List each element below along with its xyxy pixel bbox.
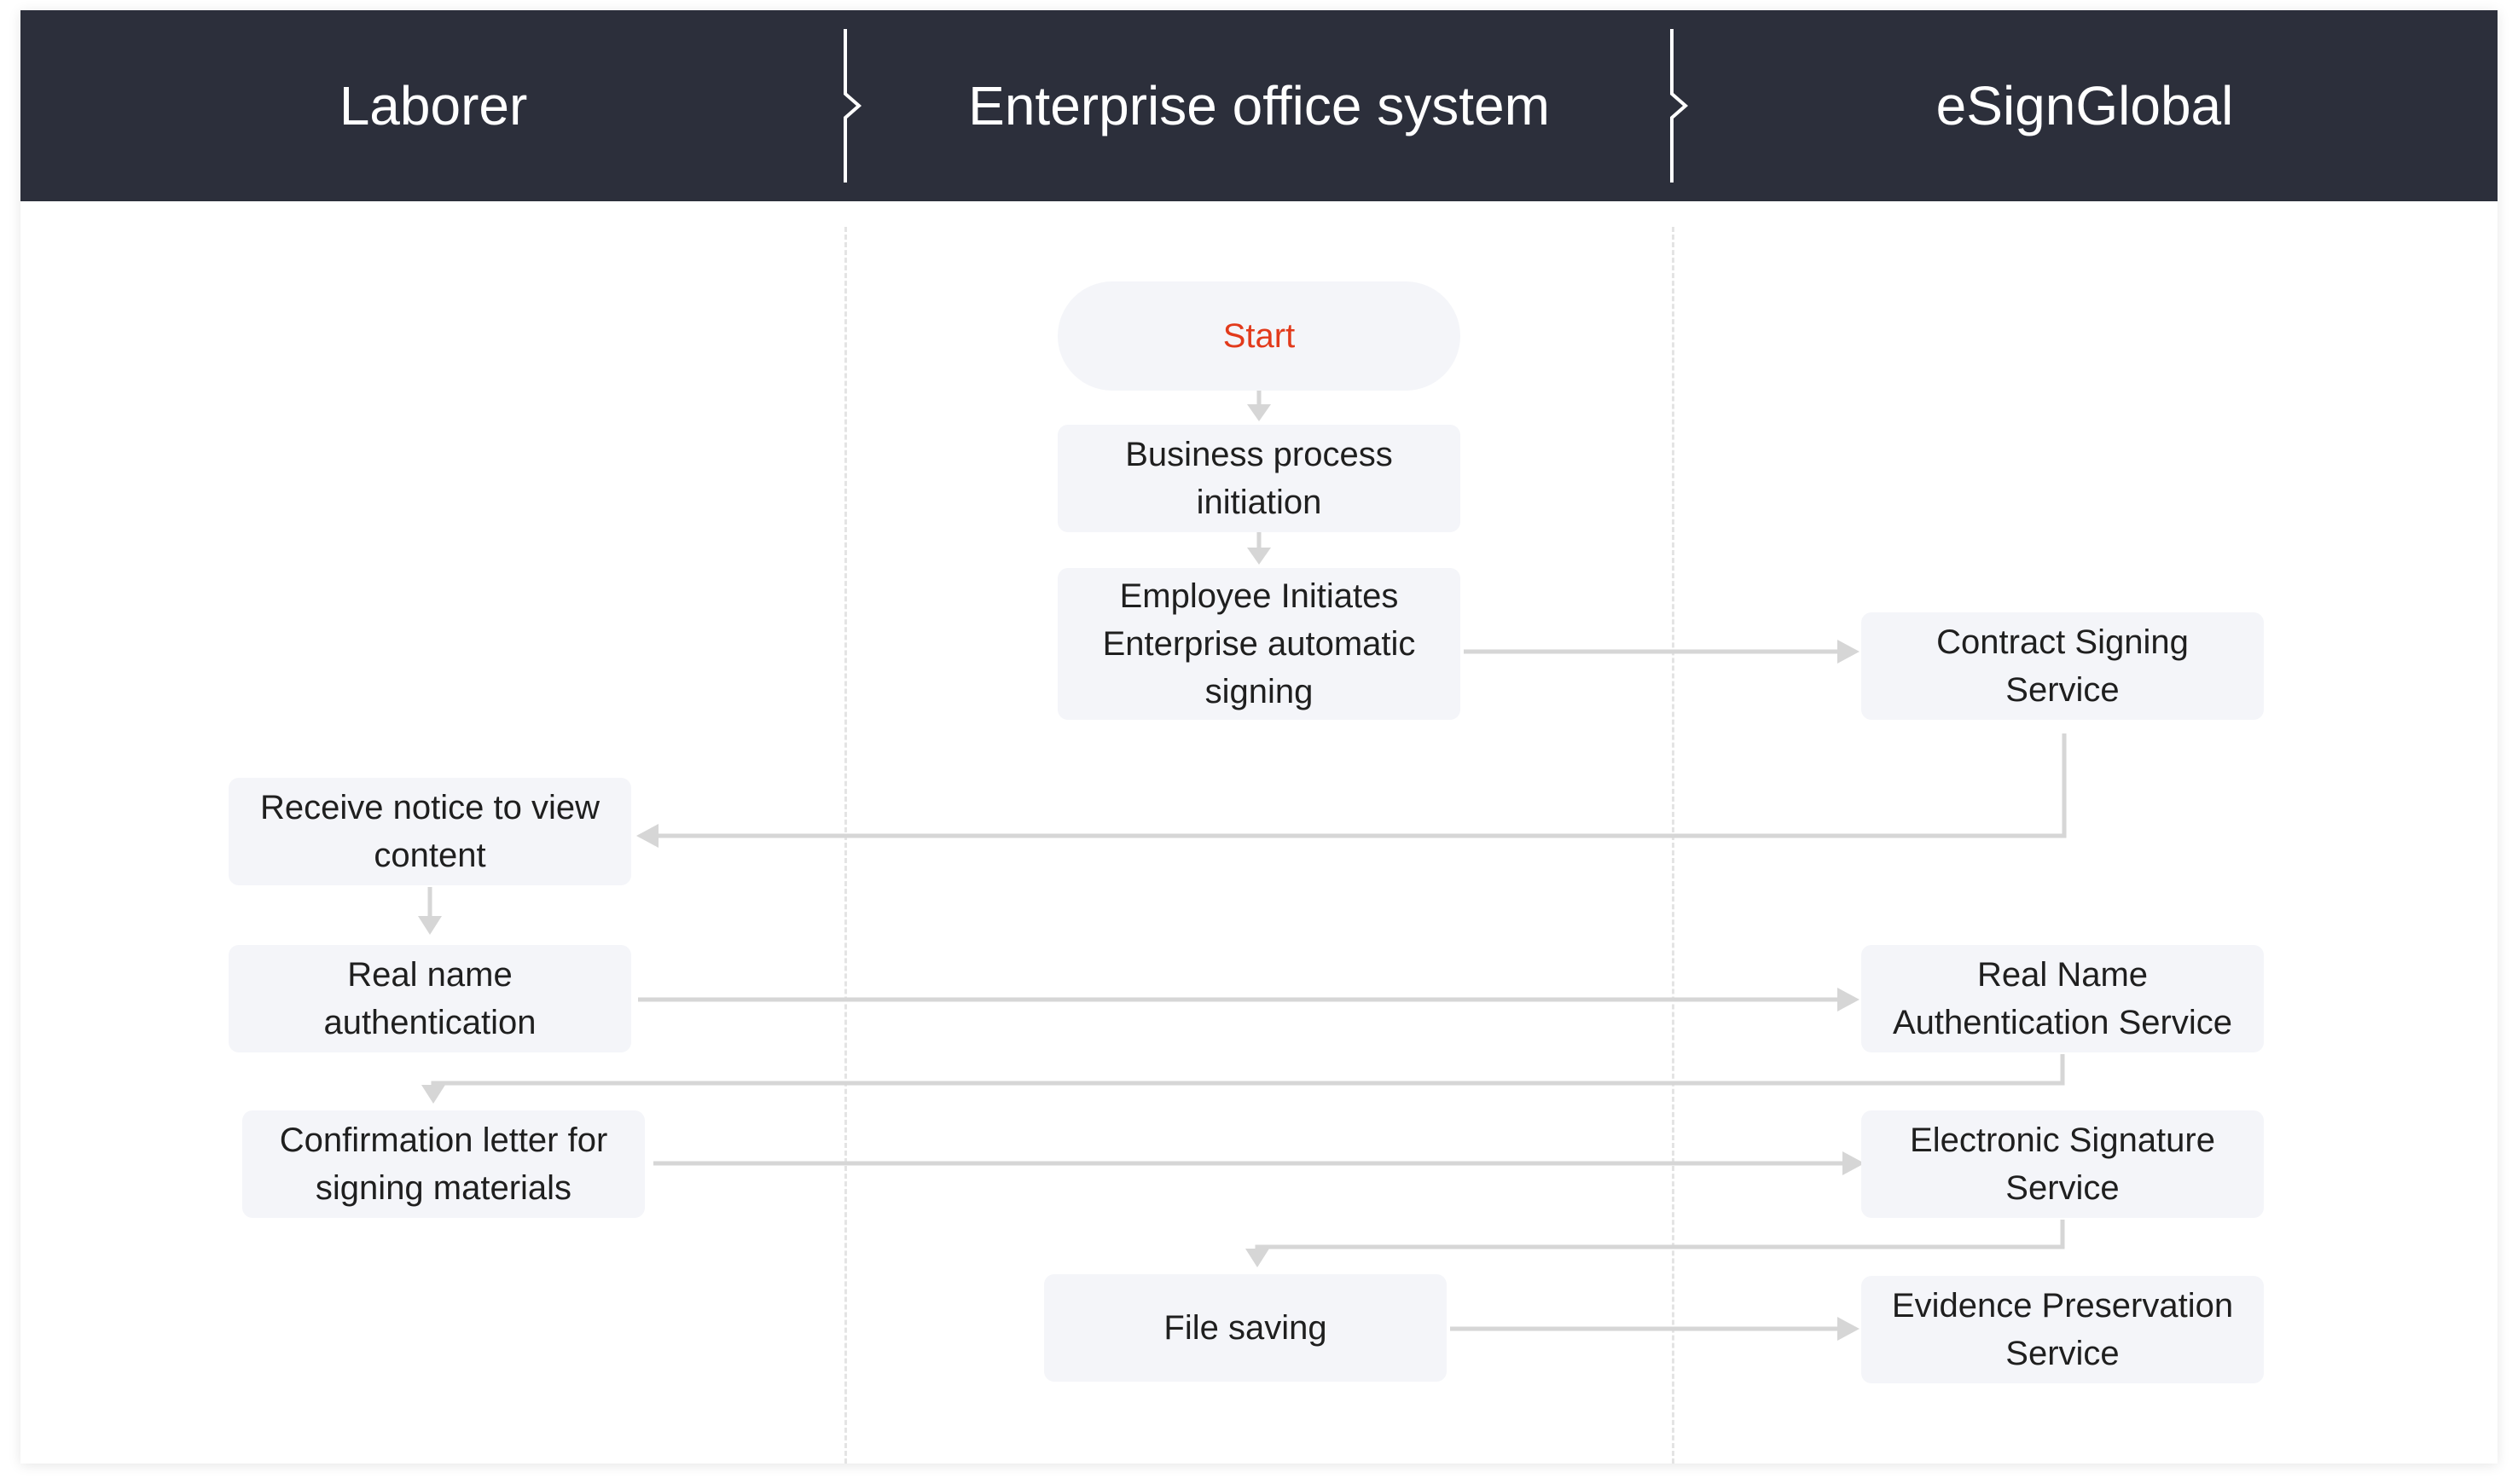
node-receive-notice-label: Receive notice to view content — [260, 789, 600, 874]
node-real-name-authentication: Real name authentication — [229, 945, 631, 1052]
lane-divider-1 — [844, 227, 847, 1464]
node-confirmation-letter-label: Confirmation letter for signing material… — [279, 1122, 608, 1207]
node-file-saving: File saving — [1044, 1274, 1447, 1382]
node-file-saving-label: File saving — [1163, 1309, 1327, 1347]
node-business-process-label: Business process initiation — [1125, 436, 1393, 521]
node-start-label: Start — [1222, 317, 1296, 355]
node-evidence-preservation-label: Evidence Preservation Service — [1891, 1287, 2234, 1372]
arrowhead — [418, 916, 442, 935]
arrowhead — [636, 824, 659, 848]
lane-title-laborer: Laborer — [339, 75, 528, 136]
node-receive-notice: Receive notice to view content — [229, 778, 631, 885]
arrowhead — [1245, 1249, 1269, 1267]
connector-service-to-confirmation — [431, 1054, 2065, 1086]
lane-divider-2 — [1672, 227, 1674, 1464]
node-contract-signing-label: Contract Signing Service — [1936, 623, 2189, 709]
header-chevron-separator — [844, 29, 862, 183]
node-evidence-preservation-service: Evidence Preservation Service — [1861, 1276, 2264, 1383]
node-real-name-auth-label: Real name authentication — [323, 956, 537, 1041]
node-confirmation-letter: Confirmation letter for signing material… — [242, 1110, 645, 1218]
lane-header-bar — [20, 10, 2498, 201]
lane-title-esignglobal: eSignGlobal — [1935, 75, 2234, 136]
node-business-process-initiation: Business process initiation — [1058, 425, 1460, 532]
arrowhead — [1842, 1151, 1865, 1175]
connector-signature-to-filesaving — [1255, 1220, 2065, 1249]
arrowhead — [1837, 988, 1859, 1012]
node-electronic-signature-service: Electronic Signature Service — [1861, 1110, 2264, 1218]
lane-title-enterprise-office-system: Enterprise office system — [968, 75, 1550, 136]
node-real-name-service-label: Real Name Authentication Service — [1892, 956, 2232, 1041]
connector-contract-to-receive — [659, 733, 2067, 838]
node-employee-initiates: Employee Initiates Enterprise automatic … — [1058, 568, 1460, 720]
node-real-name-authentication-service: Real Name Authentication Service — [1861, 945, 2264, 1052]
arrowhead — [1247, 548, 1271, 565]
arrowhead — [1247, 404, 1271, 421]
node-start: Start — [1058, 281, 1460, 391]
node-employee-initiates-label: Employee Initiates Enterprise automatic … — [1102, 577, 1416, 710]
arrowhead — [421, 1085, 445, 1104]
arrowhead — [1837, 1317, 1859, 1341]
header-chevron-separator — [1670, 29, 1689, 183]
arrowhead — [1837, 640, 1859, 664]
node-electronic-signature-label: Electronic Signature Service — [1910, 1122, 2215, 1207]
node-contract-signing-service: Contract Signing Service — [1861, 612, 2264, 720]
diagram-card — [20, 10, 2498, 1464]
